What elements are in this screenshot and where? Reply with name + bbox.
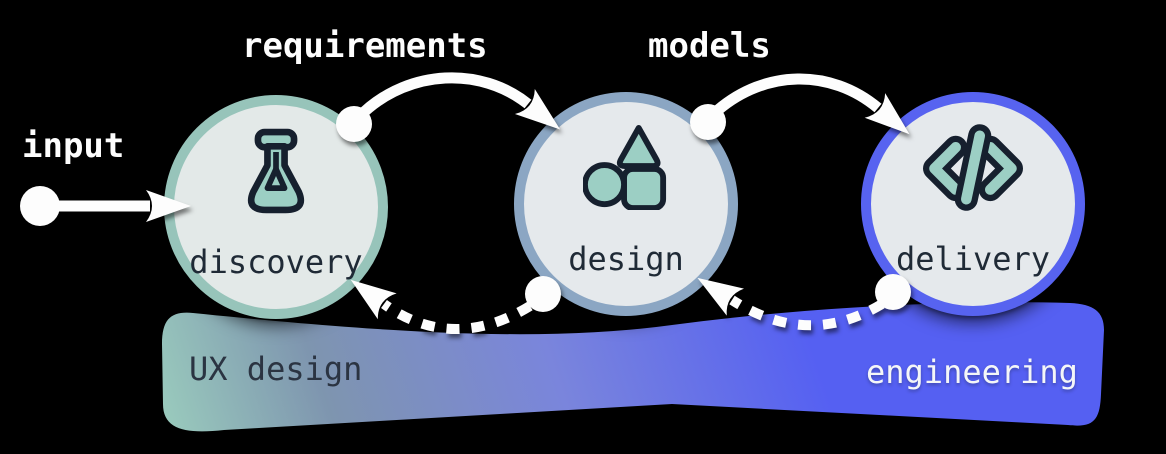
connector-dot-design-out xyxy=(690,104,726,140)
models-label: models xyxy=(648,26,771,66)
flask-icon xyxy=(247,128,305,214)
connector-dot-design-back xyxy=(525,276,561,312)
stage-label-design: design xyxy=(568,240,684,278)
connector-dot-input xyxy=(20,186,60,226)
requirements-label: requirements xyxy=(242,26,488,66)
arrow-requirements xyxy=(336,72,561,142)
stage-label-delivery: delivery xyxy=(895,240,1051,278)
feedback-arrow-design-to-discovery xyxy=(350,276,561,334)
band-label-ux-design: UX design xyxy=(189,350,363,388)
shapes-icon xyxy=(583,124,667,210)
connector-dot-delivery-back xyxy=(875,274,911,310)
connector-dot-discovery-out xyxy=(336,106,372,142)
stage-label-discovery: discovery xyxy=(189,243,363,281)
stage-discovery: discovery xyxy=(164,95,388,319)
arrow-models xyxy=(690,73,910,140)
band-label-engineering: engineering xyxy=(866,353,1078,391)
code-icon xyxy=(923,124,1023,211)
feedback-arrow-delivery-to-design xyxy=(697,274,911,331)
arrow-input xyxy=(20,186,191,226)
input-label: input xyxy=(22,126,125,166)
banner-shape xyxy=(162,302,1104,432)
